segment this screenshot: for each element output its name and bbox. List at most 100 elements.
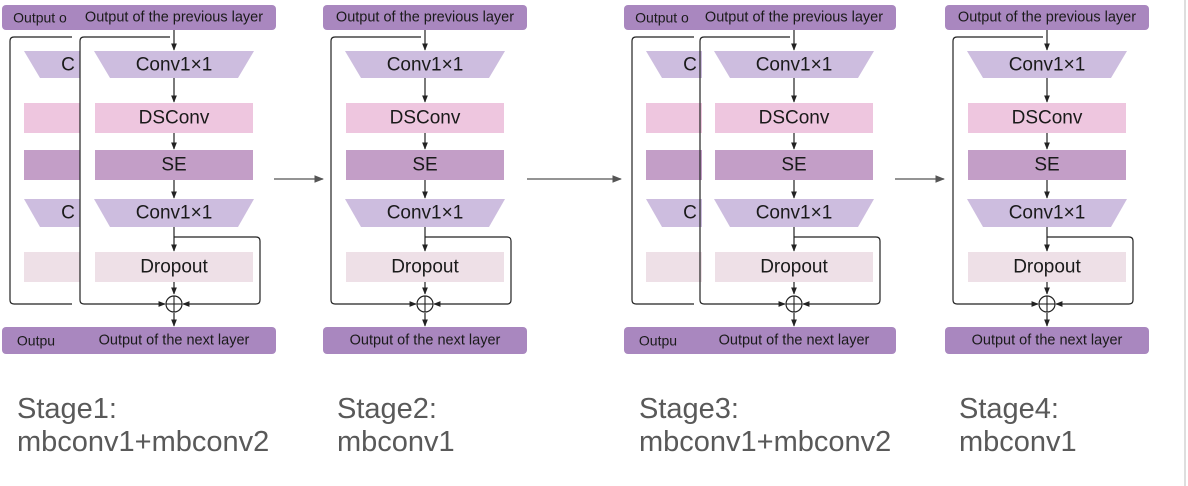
output-layer-pill bbox=[692, 327, 896, 354]
dropout-label: Dropout bbox=[760, 257, 828, 278]
output-layer-label: Output of the next layer bbox=[350, 333, 501, 349]
output-layer-pill bbox=[323, 327, 527, 354]
dropout-bypass-line bbox=[794, 236, 881, 307]
ghost-conv-a-label: C bbox=[683, 55, 697, 76]
conv1x1-project-label: Conv1×1 bbox=[387, 203, 464, 224]
ghost-dsconv bbox=[24, 103, 80, 133]
dsconv-block bbox=[715, 103, 873, 133]
ghost-conv-b bbox=[646, 199, 702, 227]
conv1x1-project-label: Conv1×1 bbox=[1009, 203, 1086, 224]
stage2-title: Stage2: bbox=[337, 393, 437, 425]
input-layer-pill bbox=[692, 5, 896, 30]
ghost-skip-line bbox=[631, 36, 694, 305]
stage4-mbconv-block: Output of the previous layerConv1×1DSCon… bbox=[945, 5, 1149, 354]
ghost-output-pill bbox=[2, 327, 82, 354]
ghost-conv-b-label: C bbox=[683, 203, 697, 224]
stage3-ghost-block: Output o C C Outpu bbox=[624, 5, 704, 354]
ghost-conv-a bbox=[646, 51, 702, 78]
stage3-caption: Stage3: mbconv1+mbconv2 bbox=[639, 393, 891, 459]
ghost-conv-b-label: C bbox=[61, 203, 75, 224]
conv1x1-project-block bbox=[94, 199, 254, 227]
se-label: SE bbox=[1034, 155, 1059, 176]
output-layer-label: Output of the next layer bbox=[972, 333, 1123, 349]
output-layer-pill bbox=[945, 327, 1149, 354]
conv1x1-expand-block bbox=[714, 51, 874, 78]
stage3-mbconv-block: Output of the previous layerConv1×1DSCon… bbox=[692, 5, 896, 354]
stage2-mbconv-block: Output of the previous layerConv1×1DSCon… bbox=[323, 5, 527, 354]
dropout-block bbox=[346, 252, 504, 282]
ghost-output-label: Outpu bbox=[17, 333, 55, 349]
conv1x1-expand-label: Conv1×1 bbox=[756, 55, 833, 76]
ghost-conv-a-label: C bbox=[61, 55, 75, 76]
skip-connection-line bbox=[952, 36, 1043, 307]
ghost-output-label: Outpu bbox=[639, 333, 677, 349]
conv1x1-project-block bbox=[714, 199, 874, 227]
conv1x1-project-label: Conv1×1 bbox=[756, 203, 833, 224]
dsconv-block bbox=[968, 103, 1126, 133]
input-layer-label: Output of the previous layer bbox=[85, 10, 263, 26]
stage1-title: Stage1: bbox=[17, 393, 117, 425]
ghost-conv-b bbox=[24, 199, 80, 227]
skip-connection-line bbox=[79, 36, 170, 307]
input-layer-label: Output of the previous layer bbox=[705, 10, 883, 26]
se-block bbox=[95, 150, 253, 180]
input-layer-pill bbox=[945, 5, 1149, 30]
output-layer-pill bbox=[72, 327, 276, 354]
stage4-desc: mbconv1 bbox=[959, 426, 1077, 458]
conv1x1-expand-label: Conv1×1 bbox=[1009, 55, 1086, 76]
output-layer-label: Output of the next layer bbox=[99, 333, 250, 349]
conv1x1-expand-label: Conv1×1 bbox=[136, 55, 213, 76]
stage2-caption: Stage2: mbconv1 bbox=[337, 393, 455, 459]
ghost-input-label: Output o bbox=[635, 10, 689, 26]
dropout-block bbox=[715, 252, 873, 282]
ghost-dropout bbox=[24, 252, 80, 282]
dropout-block bbox=[968, 252, 1126, 282]
skip-connection-line bbox=[330, 36, 421, 307]
stage3-desc: mbconv1+mbconv2 bbox=[639, 426, 892, 458]
conv1x1-expand-block bbox=[345, 51, 505, 78]
input-layer-label: Output of the previous layer bbox=[958, 10, 1136, 26]
input-layer-label: Output of the previous layer bbox=[336, 10, 514, 26]
stage4-caption: Stage4: mbconv1 bbox=[959, 393, 1077, 459]
dropout-bypass-line bbox=[174, 236, 261, 307]
se-label: SE bbox=[161, 155, 186, 176]
dsconv-label: DSConv bbox=[759, 108, 830, 129]
dsconv-block bbox=[95, 103, 253, 133]
conv1x1-project-block bbox=[345, 199, 505, 227]
stage3-title: Stage3: bbox=[639, 393, 739, 425]
input-layer-pill bbox=[72, 5, 276, 30]
ghost-dsconv bbox=[646, 103, 702, 133]
se-block bbox=[715, 150, 873, 180]
se-block bbox=[968, 150, 1126, 180]
stage1-ghost-block: Output o C C Outpu bbox=[2, 5, 82, 354]
se-label: SE bbox=[412, 155, 437, 176]
conv1x1-expand-block bbox=[94, 51, 254, 78]
ghost-input-pill bbox=[2, 5, 82, 30]
ghost-se bbox=[24, 150, 80, 180]
input-layer-pill bbox=[323, 5, 527, 30]
ghost-skip-line bbox=[9, 36, 72, 305]
dropout-bypass-line bbox=[1047, 236, 1134, 307]
conv1x1-project-label: Conv1×1 bbox=[136, 203, 213, 224]
ghost-conv-a bbox=[24, 51, 80, 78]
stage1-mbconv-block: Output of the previous layerConv1×1DSCon… bbox=[72, 5, 276, 354]
ghost-input-pill bbox=[624, 5, 704, 30]
ghost-dropout bbox=[646, 252, 702, 282]
dsconv-label: DSConv bbox=[139, 108, 210, 129]
stage1-caption: Stage1: mbconv1+mbconv2 bbox=[17, 393, 269, 459]
dropout-label: Dropout bbox=[140, 257, 208, 278]
output-layer-label: Output of the next layer bbox=[719, 333, 870, 349]
stage4-title: Stage4: bbox=[959, 393, 1059, 425]
stage2-desc: mbconv1 bbox=[337, 426, 455, 458]
dropout-label: Dropout bbox=[391, 257, 459, 278]
conv1x1-expand-label: Conv1×1 bbox=[387, 55, 464, 76]
ghost-output-pill bbox=[624, 327, 704, 354]
dsconv-label: DSConv bbox=[1012, 108, 1083, 129]
ghost-se bbox=[646, 150, 702, 180]
se-block bbox=[346, 150, 504, 180]
dropout-bypass-line bbox=[425, 236, 512, 307]
dsconv-label: DSConv bbox=[390, 108, 461, 129]
skip-connection-line bbox=[699, 36, 790, 307]
ghost-input-label: Output o bbox=[13, 10, 67, 26]
